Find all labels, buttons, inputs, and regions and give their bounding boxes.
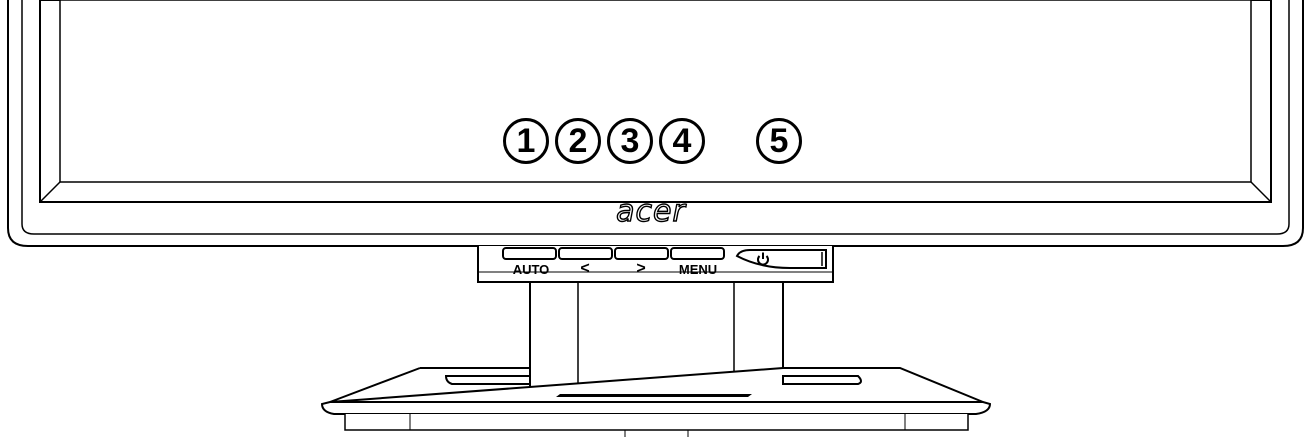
- callout-3: 3: [607, 118, 653, 164]
- left-button-label: <: [580, 260, 590, 277]
- stand-base-front: [320, 401, 992, 415]
- menu-button-shape: [670, 247, 725, 260]
- power-icon: [757, 252, 769, 266]
- right-button-shape: [614, 247, 669, 260]
- menu-button-label: MENU: [678, 262, 718, 277]
- base-logo-mark: [556, 394, 752, 397]
- callout-1: 1: [503, 118, 549, 164]
- screen-panel: [59, 0, 1252, 183]
- stand-base-slot-left: [444, 375, 531, 385]
- monitor-bezel-inner-edge: [21, 0, 1290, 235]
- stand-base-slot-right: [782, 375, 862, 385]
- callout-2: 2: [555, 118, 601, 164]
- auto-button-shape: [502, 247, 557, 260]
- left-button-shape: [558, 247, 613, 260]
- screen-bevel-right: [1250, 181, 1272, 203]
- right-button-label: >: [636, 260, 646, 277]
- auto-button-label: AUTO: [512, 262, 550, 277]
- screen-bevel-left: [39, 181, 61, 203]
- callout-4: 4: [659, 118, 705, 164]
- callout-5: 5: [756, 118, 802, 164]
- acer-logo: acer: [615, 194, 686, 229]
